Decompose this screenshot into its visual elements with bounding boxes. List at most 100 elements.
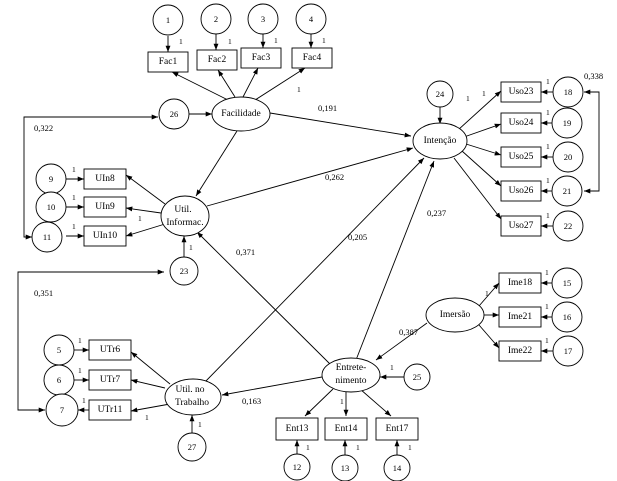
label-utr7: UTr7 <box>100 375 120 385</box>
arrow-entret-utiltrab <box>221 376 323 397</box>
label-e3: 3 <box>261 14 265 24</box>
label-ent17: Ent17 <box>386 424 409 434</box>
one-e4: 1 <box>322 36 326 45</box>
arrow-facilidade-intencao <box>269 112 412 138</box>
one-e12: 1 <box>306 443 310 452</box>
label-e7: 7 <box>60 405 64 415</box>
arrow-intencao-uso27 <box>453 157 502 220</box>
error-17 <box>552 335 584 367</box>
error-18 <box>552 76 584 108</box>
error-27 <box>177 432 207 462</box>
box-fac4 <box>291 47 333 69</box>
label-entretenimento-line1: Entrete- <box>336 363 367 373</box>
one-e11: 1 <box>72 222 76 231</box>
label-e11: 11 <box>43 232 51 242</box>
label-e12: 12 <box>293 462 302 472</box>
one-e10: 1 <box>72 193 76 202</box>
box-ime18 <box>498 272 542 294</box>
label-util-trabalho-line2: Trabalho <box>175 398 209 408</box>
error-13 <box>331 454 359 481</box>
arrow-utilinfo-intencao <box>206 147 414 207</box>
error-25 <box>403 363 431 391</box>
error-10 <box>35 191 67 223</box>
arrow-utilinfo-uin8 <box>125 174 166 205</box>
error-24 <box>426 80 454 108</box>
error-23 <box>169 256 199 286</box>
arrow-utiltrab-utr6 <box>130 351 171 385</box>
label-e22: 22 <box>564 221 573 231</box>
box-ime21 <box>498 306 542 328</box>
arrow-facilidade-fac1 <box>171 71 229 101</box>
error-14 <box>383 454 411 481</box>
one-e19: 1 <box>546 108 550 117</box>
box-ent13 <box>275 417 319 441</box>
label-ime21: Ime21 <box>508 312 533 322</box>
label-fac4: Fac4 <box>303 53 322 63</box>
one-utilinfo: 1 <box>138 214 142 223</box>
label-e5: 5 <box>57 345 61 355</box>
one-e21: 1 <box>546 176 550 185</box>
one-e1: 1 <box>179 37 183 46</box>
coef-utiltrab-intencao: 0,205 <box>348 232 367 242</box>
arrow-entret-intencao <box>355 160 435 361</box>
arrow-utiltrab-intencao <box>204 157 425 383</box>
label-e26: 26 <box>170 109 179 119</box>
label-ent14: Ent14 <box>335 424 358 434</box>
latent-util-informac <box>160 195 210 237</box>
diagram-labels: Facilidade Intenção Util. Informac. Imer… <box>43 14 572 473</box>
arrow-imersao-entret <box>375 322 428 361</box>
one-e20: 1 <box>546 142 550 151</box>
error-26 <box>158 98 190 130</box>
covariance-e26-e11 <box>23 114 158 240</box>
label-e27: 27 <box>188 442 197 452</box>
error-22 <box>552 210 584 242</box>
label-uso23: Uso23 <box>509 87 534 97</box>
coef-cov-e26-e11: 0,322 <box>34 123 53 133</box>
label-util-trabalho-line1: Util. no <box>175 385 204 395</box>
arrow-facilidade-fac3 <box>242 67 259 98</box>
arrow-intencao-uso25 <box>465 143 502 156</box>
box-uso24 <box>500 112 542 134</box>
label-e2: 2 <box>214 14 218 24</box>
label-e25: 25 <box>413 372 422 382</box>
arrow-intencao-uso24 <box>463 123 502 138</box>
label-imersao: Imersão <box>440 310 471 320</box>
one-e5: 1 <box>78 336 82 345</box>
box-ime22 <box>498 340 542 362</box>
label-e17: 17 <box>564 346 573 356</box>
error-12 <box>283 453 311 481</box>
latent-imersao <box>425 297 485 333</box>
arrow-entret-ent17 <box>359 388 392 417</box>
error-2 <box>200 3 232 35</box>
one-intencao: 1 <box>482 89 486 98</box>
latent-util-trabalho <box>164 378 222 416</box>
arrow-intencao-uso23 <box>457 90 502 131</box>
box-ent17 <box>375 417 419 441</box>
error-11 <box>31 221 63 253</box>
box-fac3 <box>240 47 282 69</box>
coef-entret-utiltrab: 0,163 <box>242 396 261 406</box>
label-intencao: Intenção <box>424 136 457 146</box>
box-uin10 <box>83 225 127 247</box>
label-ime18: Ime18 <box>508 278 533 288</box>
box-uin9 <box>83 196 127 218</box>
error-4 <box>295 3 327 35</box>
label-util-informac-line1: Util. <box>174 205 191 215</box>
label-uso24: Uso24 <box>509 118 534 128</box>
arrow-entret-utilinfo <box>196 231 331 365</box>
box-uso27 <box>500 215 542 237</box>
arrow-facilidade-fac2 <box>217 69 236 98</box>
label-utr6: UTr6 <box>100 345 120 355</box>
label-e21: 21 <box>563 186 572 196</box>
one-e24: 1 <box>466 94 470 103</box>
path-arrows <box>66 34 553 457</box>
one-imersao: 1 <box>485 289 489 298</box>
covariance-arrows <box>17 89 600 413</box>
label-e15: 15 <box>563 278 572 288</box>
one-e15: 1 <box>545 268 549 277</box>
label-uin8: UIn8 <box>95 174 115 184</box>
arrow-intencao-uso26 <box>461 150 502 187</box>
one-e6: 1 <box>78 366 82 375</box>
fixed-loading-labels: 1 1 1 1 1 1 1 1 1 1 1 1 1 1 1 1 1 1 1 1 … <box>72 36 550 452</box>
